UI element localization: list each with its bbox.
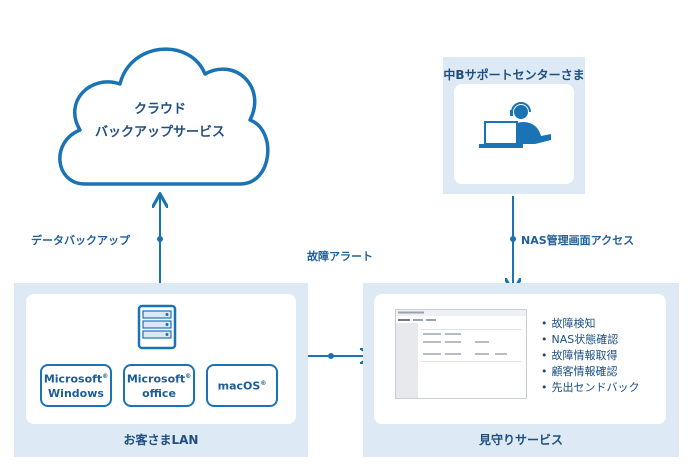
cloud-label-line1: クラウド <box>133 102 186 117</box>
nas-server-icon <box>137 304 177 350</box>
nas-admin-screenshot <box>395 309 527 399</box>
nas-access-dot <box>510 236 516 242</box>
failure-alert-dot <box>328 353 334 359</box>
feature-item: 故障情報取得 <box>541 348 640 364</box>
customer-lan-title: お客さまLAN <box>123 433 199 447</box>
failure-alert-label: 故障アラート <box>307 250 373 263</box>
os-macos-mark: ® <box>260 380 267 388</box>
monitoring-title: 見守りサービス <box>478 433 563 447</box>
data-backup-dot <box>157 236 163 242</box>
os-windows-line2: Windows <box>48 386 104 400</box>
os-button-windows: Microsoft® Windows <box>40 364 112 407</box>
cloud-label: クラウド バックアップサービス <box>80 98 240 144</box>
support-center-title: 中Bサポートセンターさま <box>443 68 585 82</box>
operator-icon <box>479 102 551 148</box>
os-office-line1: Microsoft <box>126 372 186 386</box>
feature-item: 顧客情報確認 <box>541 364 640 380</box>
cloud-shape <box>58 47 270 186</box>
data-backup-label: データバックアップ <box>31 234 130 247</box>
os-windows-mark: ® <box>102 373 109 381</box>
os-office-line2: office <box>142 386 176 400</box>
os-windows-line1: Microsoft <box>43 372 103 386</box>
feature-item: 故障検知 <box>541 316 640 332</box>
feature-item: NAS状態確認 <box>541 332 640 348</box>
os-button-macos: macOS® <box>206 364 278 407</box>
os-macos-line1: macOS <box>217 379 261 393</box>
os-button-office: Microsoft® office <box>123 364 195 407</box>
nas-access-label: NAS管理画面アクセス <box>521 234 635 247</box>
feature-item: 先出センドバック <box>541 380 640 396</box>
feature-list: 故障検知 NAS状態確認 故障情報取得 顧客情報確認 先出センドバック <box>541 316 640 396</box>
os-office-mark: ® <box>185 373 192 381</box>
cloud-label-line2: バックアップサービス <box>94 125 225 140</box>
